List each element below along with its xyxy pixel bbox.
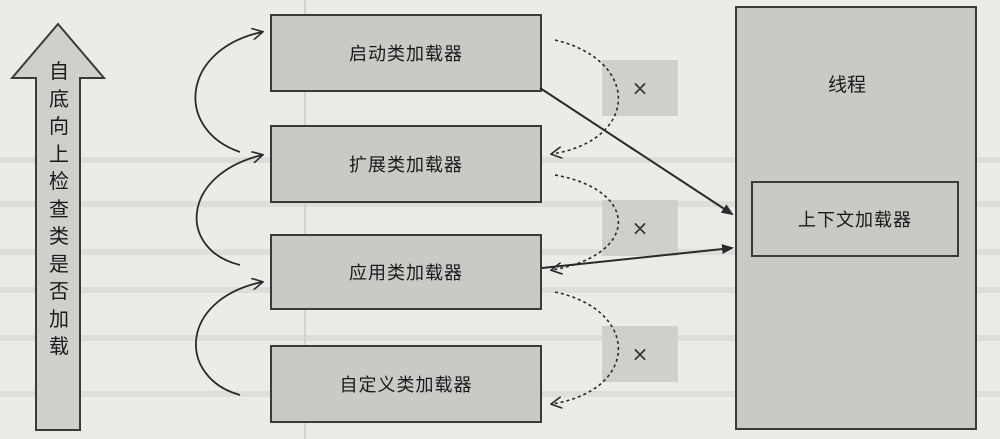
direction-char: 底 [49,86,69,111]
return-arrow-ext-to-app [552,174,620,270]
extension-classloader-box: 扩展类加载器 [270,125,542,203]
direction-char: 类 [49,224,69,248]
return-arrow-app-to-custom [552,291,620,404]
direction-char: 上 [49,141,69,166]
thread-label: 线程 [828,74,867,96]
reject-mark-2: × [602,200,678,256]
application-classloader-box: 应用类加载器 [270,234,542,310]
arrow-boot-to-context [539,87,734,216]
delegate-arrow-custom-to-app [195,282,262,396]
reject-mark-1: × [602,60,678,116]
delegate-arrow-ext-to-boot [194,32,262,153]
direction-char: 检 [49,169,69,193]
return-arrow-boot-to-ext [552,39,620,154]
direction-char: 加 [49,306,69,331]
direction-char: 是 [49,251,69,276]
delegate-arrow-app-to-ext [195,155,262,266]
custom-classloader-box: 自定义类加载器 [270,345,542,423]
direction-char: 否 [49,279,69,303]
bottom-up-arrow [9,22,107,431]
direction-char: 自 [49,59,69,83]
context-classloader-box: 上下文加载器 [751,181,959,257]
bootstrap-classloader-box: 启动类加载器 [270,14,542,92]
reject-mark-3: × [602,326,678,382]
bottom-up-check-label: 自 底 向 上 检 查 类 是 否 加 载 [38,58,80,361]
direction-char: 查 [49,196,69,221]
arrow-app-to-context [541,244,734,269]
direction-char: 载 [49,334,69,358]
direction-char: 向 [49,114,69,138]
